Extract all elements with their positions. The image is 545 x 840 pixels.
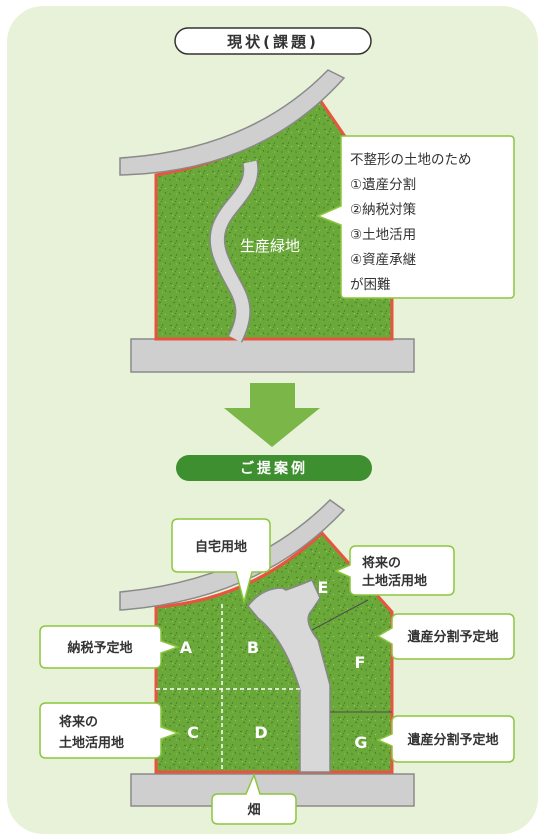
callout-future-e: 将来の 土地活用地 [334, 545, 455, 596]
proposal-title: ご提案例 [240, 460, 308, 477]
plot-label-f: F [355, 653, 366, 672]
plot-label-d: D [254, 723, 267, 742]
plot-label-b: B [247, 638, 259, 657]
road-curve-current [119, 69, 346, 176]
plot-label-c: C [187, 723, 199, 742]
callout-future-c: 将来の 土地活用地 [39, 702, 181, 759]
callout-line-3: ②納税対策 [350, 201, 417, 218]
callout-tax-text: 納税予定地 [67, 640, 132, 656]
callout-inherit-g: 遺産分割予定地 [376, 715, 515, 763]
callout-inherit-f: 遺産分割予定地 [376, 613, 515, 660]
internal-road [247, 579, 331, 773]
plot-label-a: A [180, 638, 193, 657]
callout-home-text: 自宅用地 [195, 539, 247, 555]
callout-future-e-line-1: 将来の [362, 555, 401, 571]
road-bottom-current [130, 338, 415, 373]
land-label-current: 生産緑地 [240, 237, 300, 255]
callout-future-e-line-2: 土地活用地 [362, 573, 427, 589]
callout-line-5: ④資産承継 [350, 252, 416, 268]
callout-future-c-line-2: 土地活用地 [59, 735, 124, 751]
road-curve-proposal [119, 499, 346, 611]
proposal-pill: ご提案例 [176, 455, 372, 481]
callout-issues: 不整形の土地のため ①遺産分割 ②納税対策 ③土地活用 ④資産承継 が困難 [316, 135, 515, 299]
winding-path [211, 160, 258, 342]
header-pill: 現状(課題) [174, 27, 372, 55]
callout-home-site: 自宅用地 [171, 518, 271, 605]
callout-inherit-f-text: 遺産分割予定地 [406, 629, 498, 645]
callout-inherit-g-text: 遺産分割予定地 [406, 732, 498, 748]
down-arrow-icon [224, 383, 320, 447]
callout-field-text: 畑 [247, 803, 260, 818]
page-title: 現状(課題) [227, 33, 319, 51]
callout-line-2: ①遺産分割 [350, 176, 416, 193]
callout-line-1: 不整形の土地のため [350, 152, 472, 168]
callout-future-c-line-1: 将来の [59, 714, 98, 730]
callout-tax: 納税予定地 [39, 625, 181, 669]
plot-label-e: E [318, 578, 329, 597]
plot-label-g: G [354, 733, 367, 752]
callout-field: 畑 [211, 772, 297, 825]
callout-line-4: ③土地活用 [350, 227, 416, 243]
callout-line-6: が困難 [350, 277, 391, 293]
